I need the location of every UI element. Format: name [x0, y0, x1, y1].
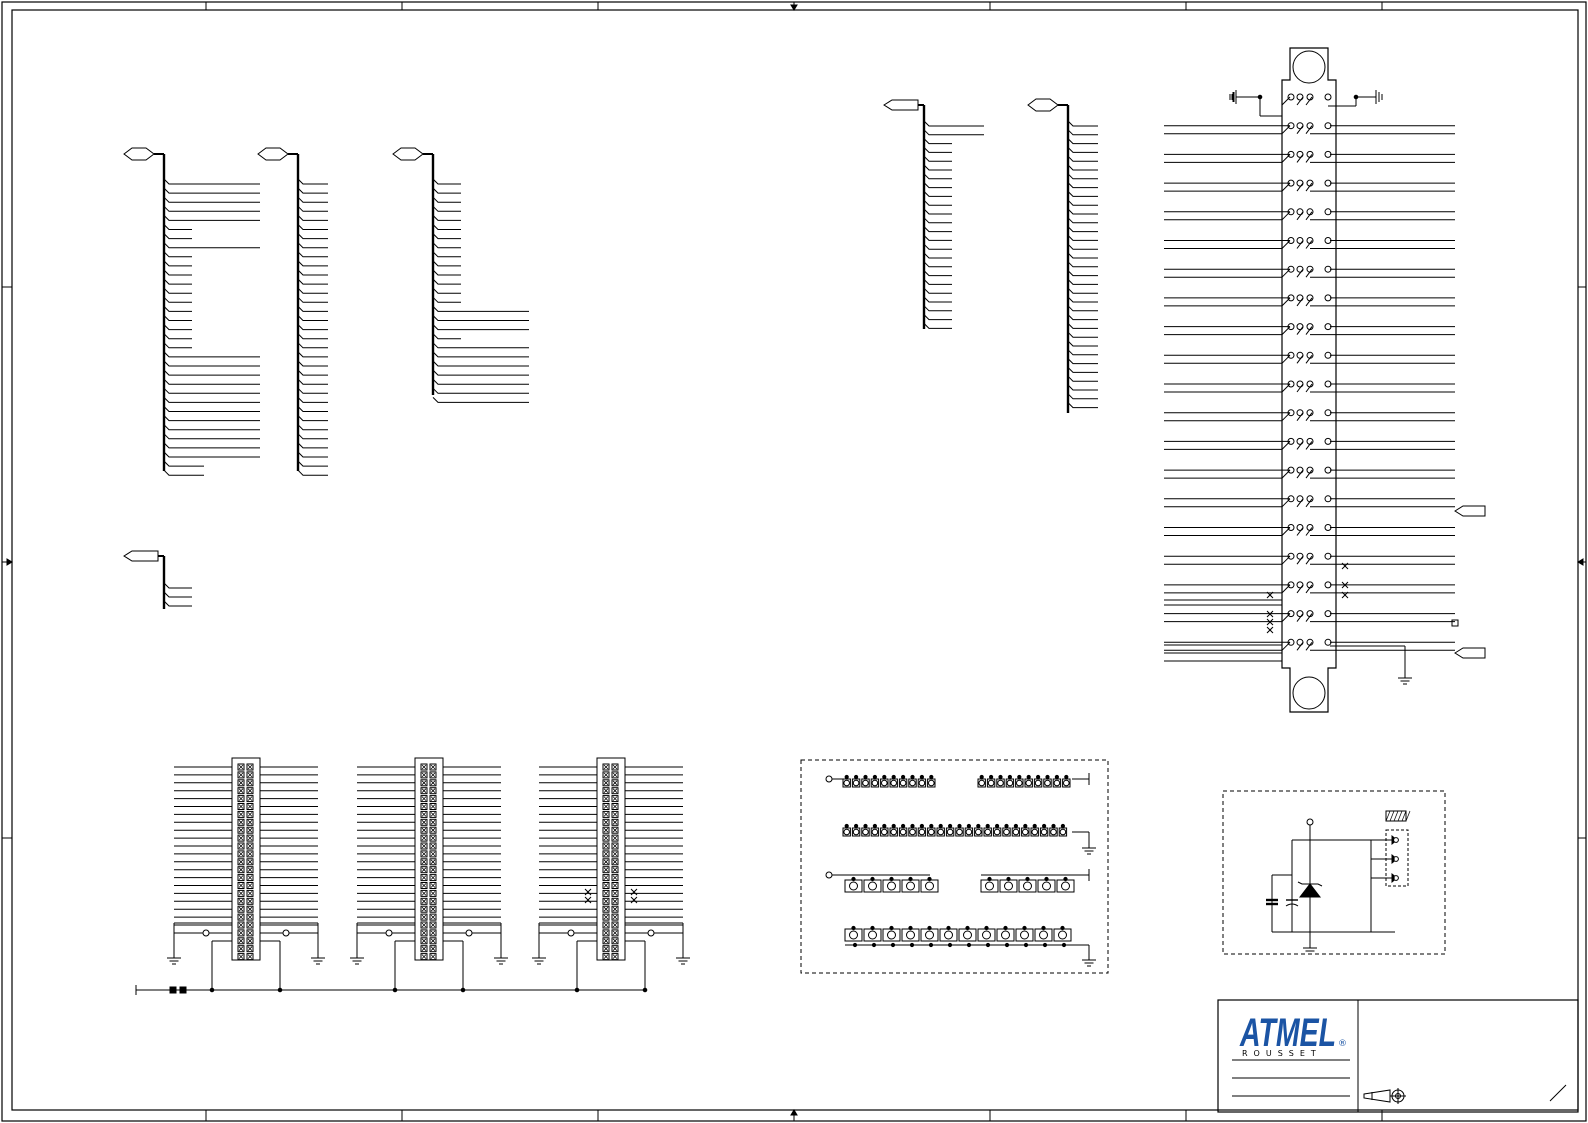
diode-icon — [1298, 883, 1322, 898]
connector-pin-row — [1164, 380, 1455, 393]
bus-group — [392, 147, 529, 403]
off-sheet-port — [1454, 647, 1486, 659]
pin-header — [350, 757, 508, 993]
ground-icon — [676, 950, 690, 965]
connector-pin-row — [1164, 466, 1455, 479]
bus-group — [883, 99, 984, 329]
signal-buses — [123, 98, 1098, 609]
off-sheet-port — [1454, 505, 1486, 517]
connector-pin-row — [1164, 610, 1455, 623]
jumper-row — [842, 774, 936, 788]
off-sheet-port — [257, 147, 289, 161]
x-marker-icon — [1341, 591, 1349, 599]
connector-pin-row — [1164, 351, 1455, 364]
test-point-icon — [1451, 619, 1459, 627]
connector-pin-row — [1164, 179, 1455, 192]
jumper-row — [977, 774, 1071, 788]
connector-pin-row — [1281, 93, 1332, 106]
x-marker-icon — [1341, 562, 1349, 570]
x-marker-icon — [584, 888, 592, 896]
connector-pin-row — [1164, 237, 1455, 249]
pin-header — [167, 757, 325, 993]
x-marker-icon — [584, 896, 592, 904]
jumper-icon — [169, 986, 177, 994]
bus-group — [123, 550, 192, 609]
connector-pin-row — [1164, 208, 1455, 221]
x-marker-icon — [630, 896, 638, 904]
logo-brand: ATMEL — [1239, 1011, 1336, 1055]
x-marker-icon — [1266, 591, 1274, 599]
off-sheet-port — [123, 550, 159, 562]
connector-pin-row — [1164, 323, 1455, 336]
ground-icon — [1082, 952, 1096, 967]
connector-pin-row — [1164, 437, 1455, 450]
x-marker-icon — [1266, 626, 1274, 634]
jumper-block — [800, 759, 1109, 974]
bus-group — [257, 147, 328, 476]
jumper-icon — [179, 986, 187, 994]
off-sheet-port — [123, 147, 155, 161]
pin-header — [532, 757, 690, 993]
x-marker-icon — [630, 888, 638, 896]
jumper-row — [842, 823, 1068, 837]
jumper-row — [844, 925, 1072, 942]
ground-icon — [532, 950, 546, 965]
x-marker-icon — [1266, 610, 1274, 618]
pin-headers — [135, 757, 690, 995]
connector-pin-row — [1164, 122, 1455, 135]
jumper-row — [980, 876, 1075, 893]
ground-icon — [1303, 940, 1317, 955]
connector-pin-row — [1164, 495, 1455, 508]
connector-pin-row — [1164, 524, 1455, 536]
ground-icon — [494, 950, 508, 965]
logo-registered-mark: ® — [1338, 1039, 1347, 1049]
ground-icon — [167, 950, 181, 965]
atmel-logo: ATMEL ® ROUSSET — [1239, 1011, 1347, 1058]
connector-pin-row — [1164, 265, 1455, 278]
ground-icon — [311, 950, 325, 965]
connector-pin-row — [1164, 581, 1455, 594]
connector-pin-row — [1164, 150, 1455, 163]
ground-icon — [350, 950, 364, 965]
title-block: ATMEL ® ROUSSET — [1217, 999, 1579, 1113]
ground-icon — [1398, 670, 1412, 685]
hatched-label — [1385, 810, 1407, 822]
x-marker-icon — [1266, 618, 1274, 626]
jumper-row — [844, 876, 939, 893]
off-sheet-port — [392, 147, 424, 161]
connector-pin-row — [1164, 409, 1455, 422]
ground-icon — [1082, 840, 1096, 855]
connector-pin-row — [1164, 294, 1455, 307]
connector-pin-row — [1164, 552, 1455, 565]
off-sheet-port — [883, 99, 919, 111]
third-angle-projection-icon — [1363, 1088, 1406, 1104]
connector-pin-row — [1164, 638, 1455, 651]
off-sheet-port — [1027, 98, 1059, 112]
bus-group — [123, 147, 260, 476]
power-supply-block — [1222, 790, 1446, 955]
edge-connector — [1164, 47, 1486, 713]
bus-group — [1027, 98, 1098, 413]
logo-location: ROUSSET — [1242, 1049, 1322, 1058]
x-marker-icon — [1341, 581, 1349, 589]
